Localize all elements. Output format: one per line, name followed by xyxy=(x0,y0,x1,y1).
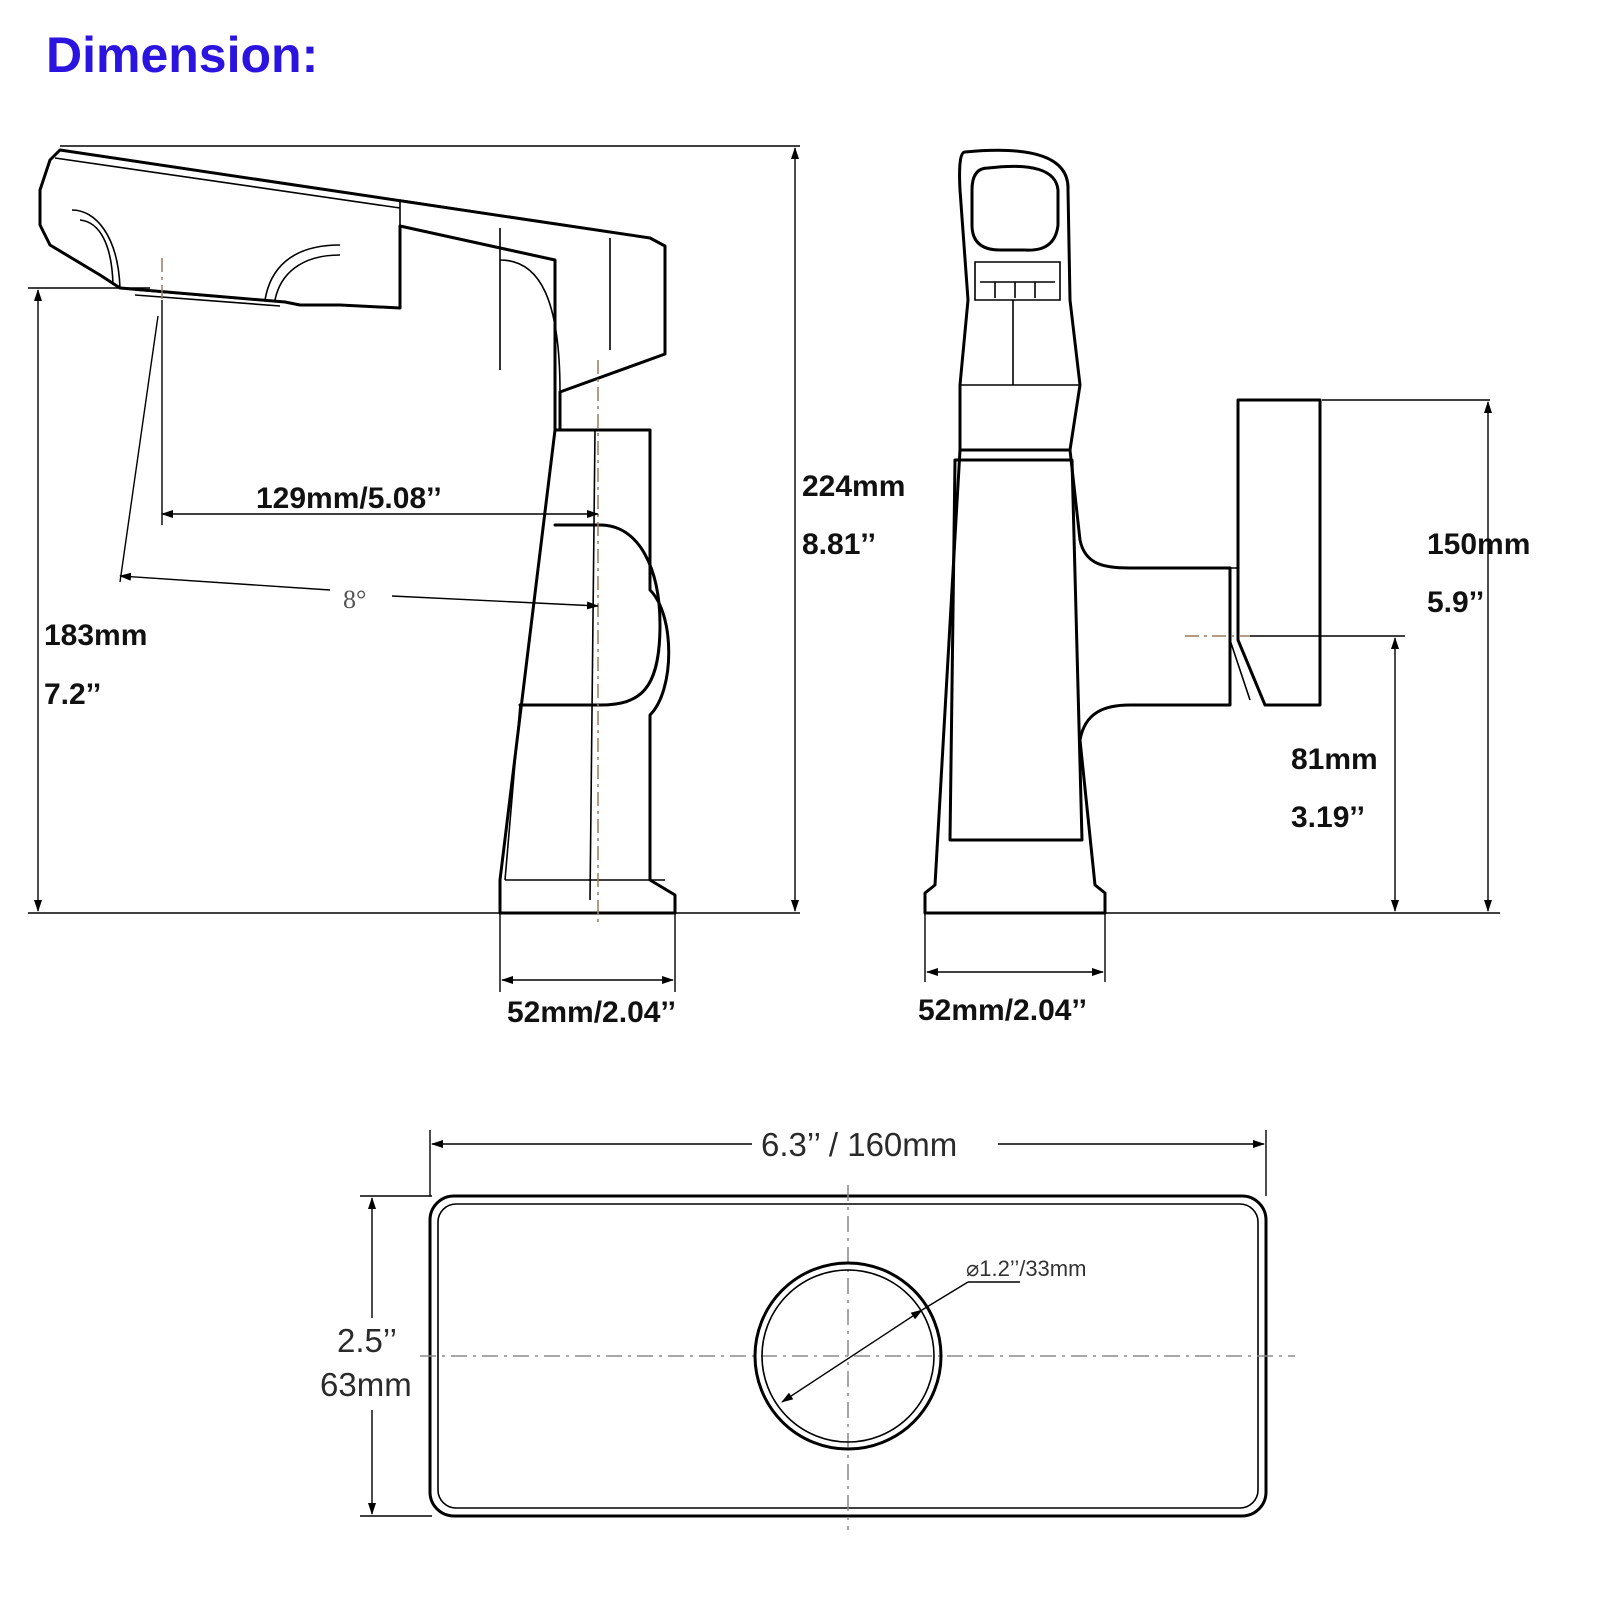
angle-line-left xyxy=(119,572,331,591)
spray-nozzles xyxy=(134,289,281,307)
lever-handle xyxy=(1236,398,1322,707)
body-inner-lines xyxy=(504,429,665,901)
angle-extension xyxy=(119,315,159,583)
front-body xyxy=(923,448,1232,915)
plate-height-in-label: 2.5’’ xyxy=(337,1322,397,1359)
spray-face-right xyxy=(264,244,341,301)
faucet-hole-outer xyxy=(753,1261,943,1451)
spray-face-left xyxy=(71,209,121,289)
spout-head-edge xyxy=(54,157,651,308)
handle-height-in-label: 5.9’’ xyxy=(1427,586,1484,619)
plate-height-mm-label: 63mm xyxy=(320,1366,412,1403)
hole-diameter-line xyxy=(781,1309,923,1403)
front-spout-face xyxy=(970,164,1060,252)
page-title: Dimension: xyxy=(46,27,318,83)
total-height-mm-label: 224mm xyxy=(802,470,905,503)
body-cutout xyxy=(518,523,662,707)
hole-diameter-label: ⌀1.2’’/33mm xyxy=(966,1256,1086,1281)
spout-height-in-label: 7.2’’ xyxy=(44,678,101,711)
total-height-in-label: 8.81’’ xyxy=(802,528,876,561)
plate-width-label: 6.3’’ / 160mm xyxy=(761,1126,957,1163)
spout-reach-label: 129mm/5.08’’ xyxy=(256,482,442,515)
front-body-inner xyxy=(948,458,1084,842)
spout-height-mm-label: 183mm xyxy=(44,619,147,652)
faucet-body xyxy=(498,428,677,915)
front-base-width-label: 52mm/2.04’’ xyxy=(918,994,1087,1027)
angle-line-right xyxy=(391,595,599,610)
front-spray-head xyxy=(974,261,1061,301)
deck-plate-view: ⌀1.2’’/33mm 6.3’’ / 160mm 2.5’’ 63mm xyxy=(320,1126,1295,1530)
handle-axis-in-label: 3.19’’ xyxy=(1291,801,1365,834)
lever-handle-link xyxy=(1229,567,1251,701)
hole-leader-line xyxy=(921,1281,969,1311)
spout-head xyxy=(38,148,667,432)
front-view-faucet: 150mm 5.9’’ 81mm 3.19’’ 52mm/2.04’’ xyxy=(918,148,1530,1027)
spout-angle-label: 8° xyxy=(343,585,366,614)
handle-axis-mm-label: 81mm xyxy=(1291,743,1378,776)
front-spout-head xyxy=(958,148,1082,452)
faucet-hole-inner xyxy=(761,1269,935,1443)
side-view-faucet: 129mm/5.08’’ 8° 183mm 7.2’’ 224mm 8.81’’… xyxy=(28,145,905,1029)
spout-neck-lines xyxy=(499,228,611,393)
side-base-width-label: 52mm/2.04’’ xyxy=(507,996,676,1029)
handle-height-mm-label: 150mm xyxy=(1427,528,1530,561)
